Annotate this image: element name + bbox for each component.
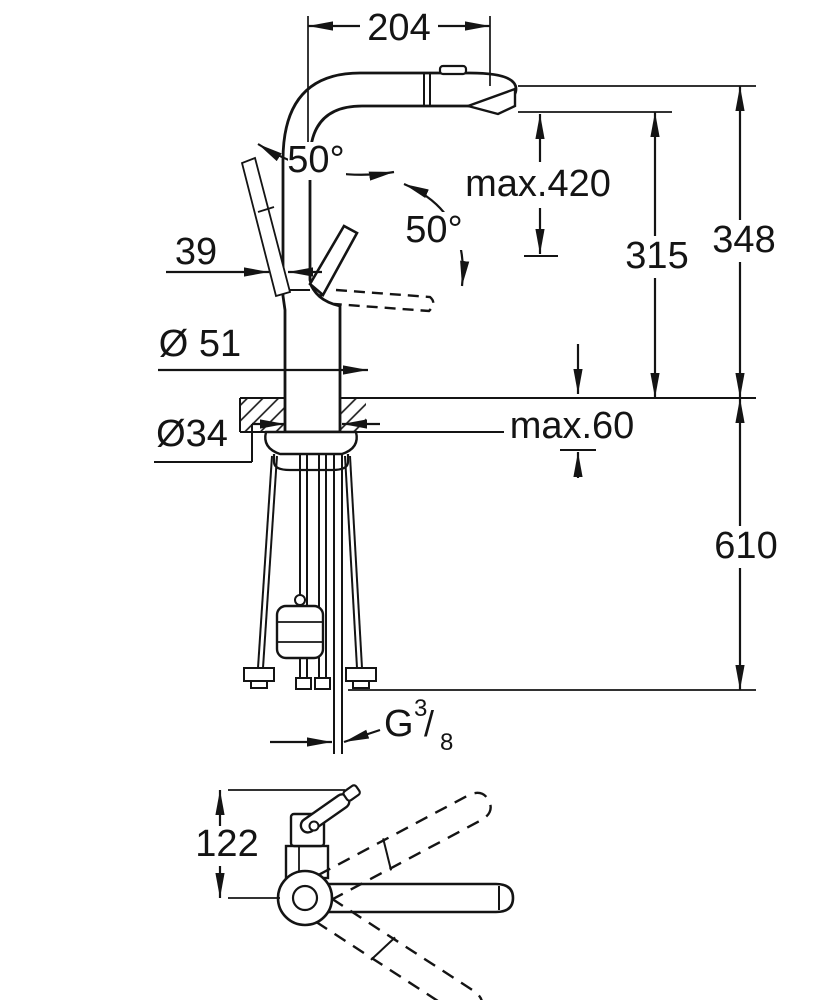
lever-tick — [257, 206, 275, 213]
dim-max-hose-extension: max.420 — [460, 114, 616, 257]
spray-nozzle — [463, 87, 517, 116]
mounting-feet — [243, 667, 377, 689]
top-view-lever-knob — [342, 784, 361, 802]
label-swivel-upper: 50° — [287, 139, 344, 181]
supply-hoses — [299, 454, 343, 754]
spray-button — [438, 64, 468, 76]
top-view-pin — [308, 820, 320, 832]
label-thread-letter: G — [384, 703, 414, 745]
dim-total-height: 348 — [704, 86, 784, 398]
lever-main — [308, 224, 359, 298]
label-spout-reach: 204 — [367, 7, 430, 49]
dim-spout-reach: 204 — [308, 6, 490, 49]
faucet-top-view — [276, 784, 515, 1000]
label-hole-diameter: Ø34 — [156, 413, 228, 455]
dim-outlet-height: 315 — [618, 112, 696, 398]
mounting-flange — [264, 430, 358, 456]
label-total-height: 348 — [712, 219, 775, 261]
lever-position-right-dashed — [333, 288, 435, 313]
dim-lever-diameter: 39 — [166, 231, 322, 277]
hose-connectors — [295, 677, 331, 690]
dim-thread-size: G 3 / 8 — [270, 695, 453, 756]
handle-levers — [240, 156, 435, 313]
swivel-arm-upper-dashed — [318, 791, 492, 901]
label-thread-numerator: 3 — [414, 695, 427, 722]
weight-clip — [294, 594, 306, 606]
dim-under-counter-length: 610 — [706, 398, 786, 690]
dimensions: 204 50° 50° 39 max.420 — [154, 6, 786, 899]
lever-base — [309, 283, 324, 297]
dim-swivel-upper: 50° — [257, 139, 395, 181]
mounting-clamp — [272, 454, 350, 472]
faucet-body — [281, 71, 518, 434]
swivel-arm-lower-dashed — [316, 897, 484, 1000]
dim-swivel-lower: 50° — [403, 182, 470, 287]
counter-hatch-right — [340, 398, 366, 432]
label-handle-height: 122 — [195, 823, 258, 865]
hose-weight — [275, 604, 325, 660]
label-body-diameter: Ø 51 — [159, 323, 241, 365]
dim-max-counter-thickness: max.60 — [504, 344, 640, 478]
top-view-spout-arm — [328, 882, 515, 914]
label-under-counter-length: 610 — [714, 525, 777, 567]
label-max-hose-extension: max.420 — [465, 163, 611, 205]
dim-handle-height: 122 — [194, 790, 262, 898]
top-view-handle — [284, 784, 361, 880]
label-thread-slash: / — [424, 703, 434, 744]
label-max-counter-thickness: max.60 — [510, 405, 635, 447]
dim-body-diameter: Ø 51 — [158, 323, 368, 375]
under-counter-assembly — [243, 430, 377, 754]
label-outlet-height: 315 — [625, 235, 688, 277]
lever-position-left — [240, 156, 292, 298]
top-view-inner-circle — [291, 884, 319, 912]
counter-hatch-left — [240, 398, 285, 432]
faucet-front-view — [281, 64, 518, 434]
dim-hole-diameter: Ø34 — [154, 413, 380, 463]
label-thread-denominator: 8 — [440, 729, 453, 756]
label-swivel-lower: 50° — [405, 209, 462, 251]
label-lever-diameter: 39 — [175, 231, 217, 273]
threaded-rods — [257, 455, 363, 669]
extension-lines — [228, 16, 756, 899]
